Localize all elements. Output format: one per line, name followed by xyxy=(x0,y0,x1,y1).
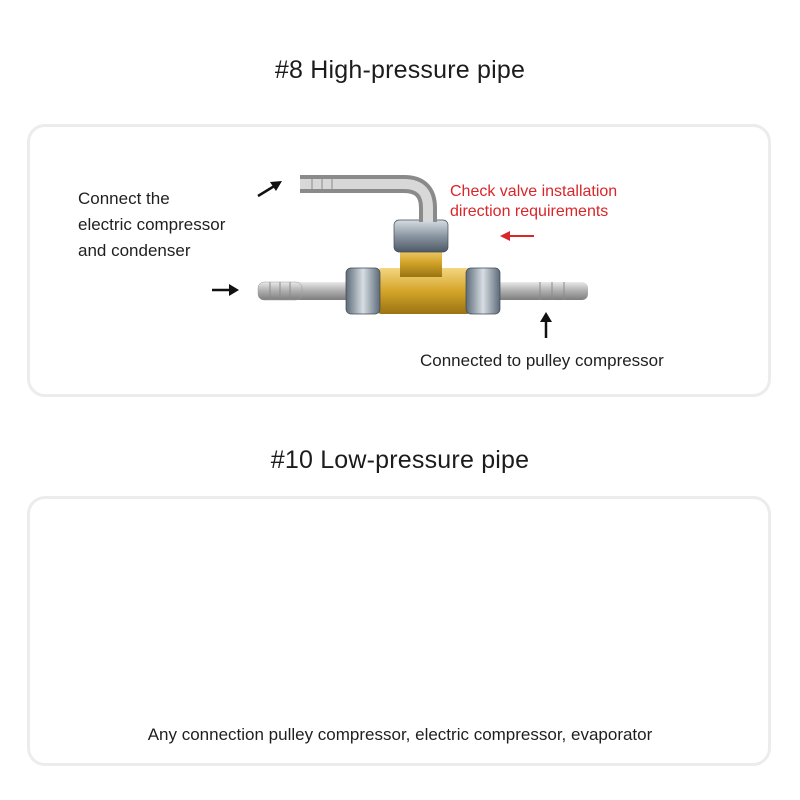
high-pressure-panel xyxy=(27,124,771,397)
hp-nuts xyxy=(345,219,501,315)
section-title-low-pressure: #10 Low-pressure pipe xyxy=(270,446,530,474)
arrow-right-icon xyxy=(212,284,239,296)
arrow-up-right-icon xyxy=(257,181,282,198)
hp-brass-tee xyxy=(378,247,470,314)
low-pressure-panel xyxy=(27,496,771,766)
label-connected-pulley-compressor: Connected to pulley compressor xyxy=(420,351,664,370)
label-check-valve-direction: Check valve installation direction requi… xyxy=(450,183,618,220)
arrow-up-icon xyxy=(540,312,552,338)
section-title-high-pressure: #8 High-pressure pipe xyxy=(274,56,526,84)
label-any-connection: Any connection pulley compressor, electr… xyxy=(147,725,653,744)
label-connect-electric-compressor: Connect the electric compressor and cond… xyxy=(78,189,226,260)
arrow-left-red-icon xyxy=(500,231,534,241)
hp-bent-pipe xyxy=(300,175,437,222)
